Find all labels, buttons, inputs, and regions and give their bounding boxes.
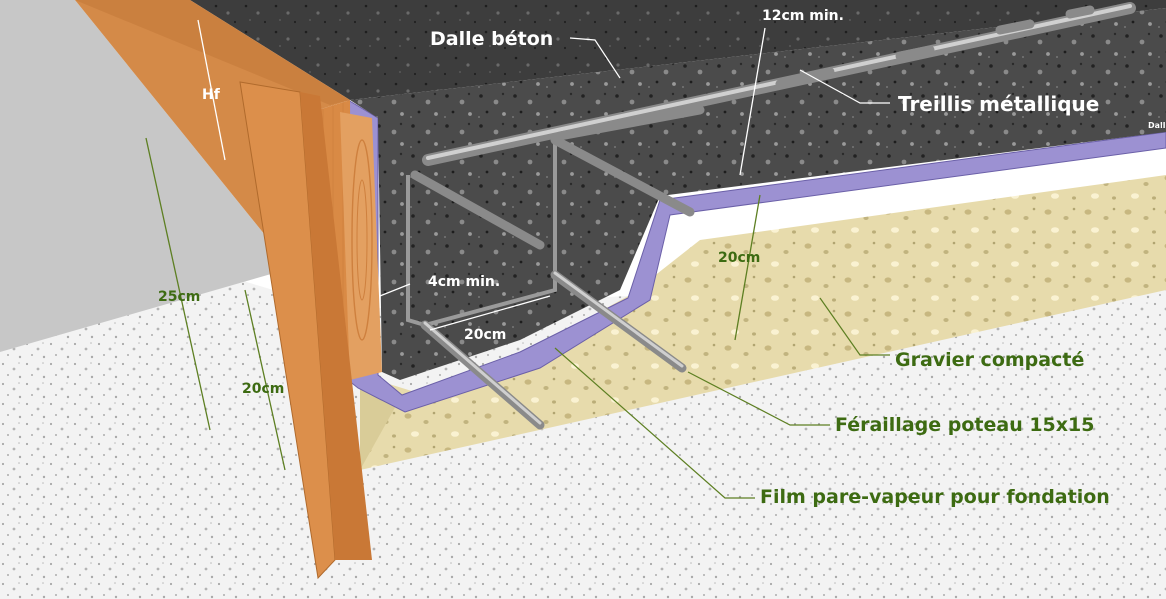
label-dall-small: Dall bbox=[1148, 121, 1166, 130]
wooden-formwork bbox=[75, 0, 382, 580]
dim-20cm-footing: 20cm bbox=[464, 327, 506, 343]
label-treillis-metallique: Treillis métallique bbox=[898, 92, 1099, 116]
gravel-bed bbox=[360, 175, 1166, 470]
rebar-mesh bbox=[422, 2, 1136, 166]
label-feraillage-poteau: Féraillage poteau 15x15 bbox=[835, 414, 1094, 436]
dim-20cm-side: 20cm bbox=[242, 381, 284, 397]
interior-floor bbox=[0, 0, 285, 352]
dim-4cm-min: 4cm min. bbox=[428, 274, 500, 290]
concrete-slab-top bbox=[190, 0, 1166, 100]
dim-12cm-min: 12cm min. bbox=[762, 8, 844, 24]
label-film-pare-vapeur: Film pare-vapeur pour fondation bbox=[760, 486, 1110, 508]
label-dalle-beton: Dalle béton bbox=[430, 28, 553, 50]
vapor-barrier-membrane bbox=[347, 99, 1166, 413]
leader-lines bbox=[554, 37, 890, 499]
rebar-column-cage bbox=[406, 135, 695, 430]
dim-hf: Hf bbox=[202, 87, 221, 103]
label-gravier-compacte: Gravier compacté bbox=[895, 349, 1084, 371]
dim-20cm-gravel: 20cm bbox=[718, 250, 760, 266]
dimension-lines bbox=[145, 19, 766, 471]
dim-25cm: 25cm bbox=[158, 289, 200, 305]
